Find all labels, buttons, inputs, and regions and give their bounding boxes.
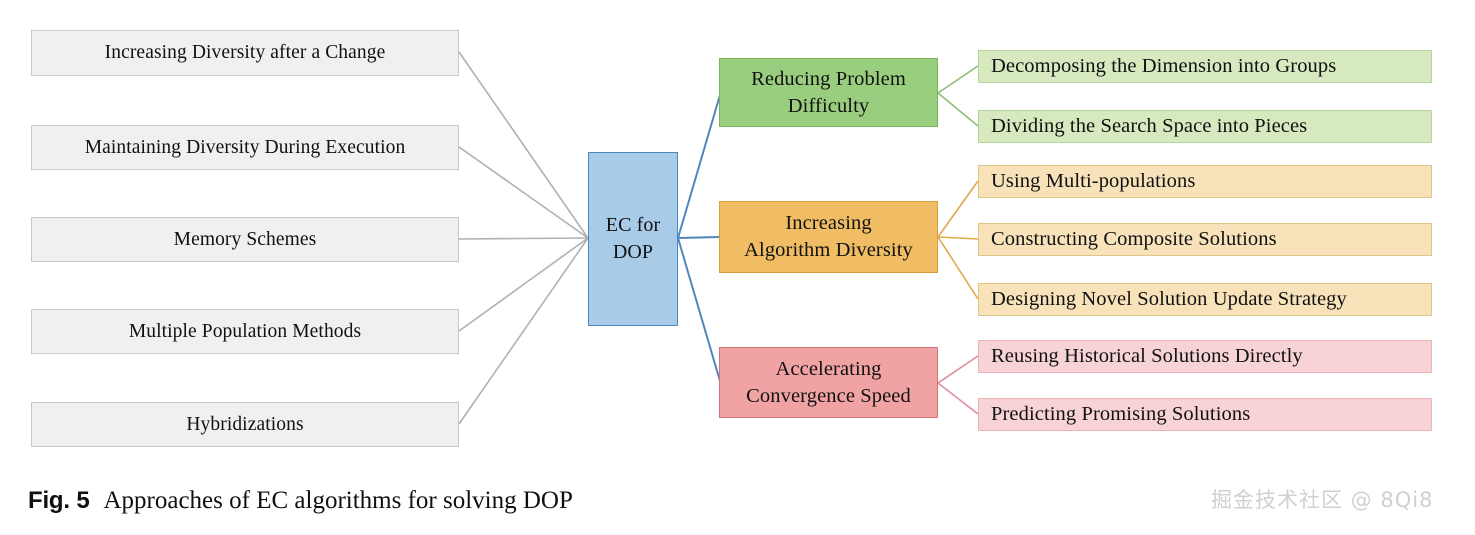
- edge-center-red: [677, 237, 721, 382]
- leaf-node-label: Decomposing the Dimension into Groups: [991, 55, 1337, 78]
- leaf-node-reusing-historical-solutions-directly[interactable]: Reusing Historical Solutions Directly: [978, 340, 1432, 373]
- branch-node-label-line2: Convergence Speed: [746, 384, 911, 407]
- center-edge-group: [677, 94, 721, 382]
- branch-node-accelerating-convergence-speed[interactable]: Accelerating Convergence Speed: [719, 347, 938, 418]
- figure-caption-text: Approaches of EC algorithms for solving …: [103, 487, 573, 514]
- leaf-node-label: Designing Novel Solution Update Strategy: [991, 288, 1347, 311]
- edge-orange-1: [937, 180, 979, 238]
- watermark-text: 掘金技术社区 @ 8Qi8: [1211, 488, 1434, 512]
- left-edge-group: [458, 51, 589, 425]
- center-node-label-line1: EC for: [605, 214, 661, 236]
- left-node-label: Memory Schemes: [173, 228, 317, 250]
- branch-node-label-line1: Increasing: [785, 212, 872, 235]
- edge-left-1: [458, 51, 589, 239]
- center-node-ec-for-dop[interactable]: EC for DOP: [588, 152, 678, 326]
- leaf-node-designing-novel-solution-update-strategy[interactable]: Designing Novel Solution Update Strategy: [978, 283, 1432, 316]
- branch-node-label-line1: Reducing Problem: [751, 67, 906, 90]
- leaf-node-using-multi-populations[interactable]: Using Multi-populations: [978, 165, 1432, 198]
- leaf-node-dividing-the-search-space-into-pieces[interactable]: Dividing the Search Space into Pieces: [978, 110, 1432, 143]
- edge-left-5: [458, 237, 589, 425]
- leaf-node-label: Predicting Promising Solutions: [991, 403, 1251, 426]
- edge-left-3: [458, 237, 589, 240]
- edge-green-2: [937, 92, 979, 127]
- red-edge-group: [937, 355, 979, 415]
- center-node-label-line2: DOP: [612, 241, 654, 263]
- left-node-hybridizations[interactable]: Hybridizations: [31, 402, 459, 447]
- edge-center-green: [677, 94, 721, 239]
- leaf-node-predicting-promising-solutions[interactable]: Predicting Promising Solutions: [978, 398, 1432, 431]
- left-node-label: Hybridizations: [186, 413, 304, 435]
- branch-node-label-line2: Algorithm Diversity: [744, 239, 913, 261]
- edge-red-2: [937, 382, 979, 415]
- leaf-node-decomposing-the-dimension-into-groups[interactable]: Decomposing the Dimension into Groups: [978, 50, 1432, 83]
- edge-left-2: [458, 146, 589, 239]
- left-node-multiple-population-methods[interactable]: Multiple Population Methods: [31, 309, 459, 354]
- edge-green-1: [937, 65, 979, 94]
- branch-node-increasing-algorithm-diversity[interactable]: Increasing Algorithm Diversity: [719, 201, 938, 273]
- green-edge-group: [937, 65, 979, 127]
- edge-left-4: [458, 237, 589, 332]
- edge-orange-3: [937, 236, 979, 300]
- left-node-memory-schemes[interactable]: Memory Schemes: [31, 217, 459, 262]
- left-node-maintaining-diversity[interactable]: Maintaining Diversity During Execution: [31, 125, 459, 170]
- branch-node-label-line2: Difficulty: [787, 94, 870, 117]
- left-node-label: Multiple Population Methods: [128, 320, 362, 342]
- leaf-node-label: Constructing Composite Solutions: [991, 228, 1277, 251]
- edge-center-orange: [677, 236, 721, 239]
- branch-node-label-line1: Accelerating: [775, 357, 882, 380]
- edge-red-1: [937, 355, 979, 384]
- orange-edge-group: [937, 180, 979, 300]
- leaf-node-label: Using Multi-populations: [991, 170, 1196, 193]
- leaf-node-label: Reusing Historical Solutions Directly: [991, 345, 1303, 368]
- figure-caption: Fig. 5 Approaches of EC algorithms for so…: [28, 487, 573, 515]
- branch-node-reducing-problem-difficulty[interactable]: Reducing Problem Difficulty: [719, 58, 938, 127]
- leaf-node-label: Dividing the Search Space into Pieces: [991, 115, 1308, 138]
- figure-number: Fig. 5: [28, 487, 90, 514]
- left-node-increasing-diversity[interactable]: Increasing Diversity after a Change: [31, 30, 459, 76]
- left-node-label: Increasing Diversity after a Change: [104, 42, 386, 64]
- leaf-node-constructing-composite-solutions[interactable]: Constructing Composite Solutions: [978, 223, 1432, 256]
- left-node-label: Maintaining Diversity During Execution: [84, 136, 406, 158]
- edge-orange-2: [937, 236, 979, 240]
